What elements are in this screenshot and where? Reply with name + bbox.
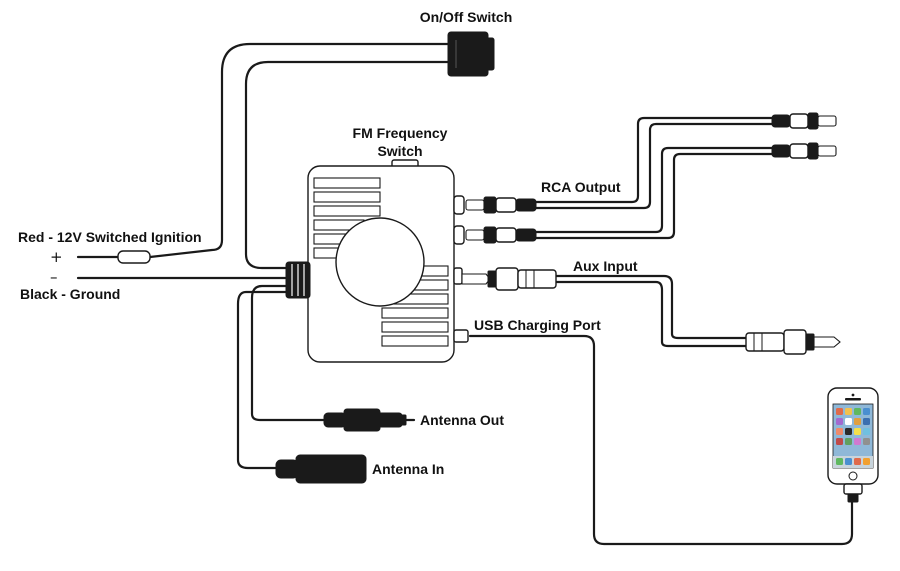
- antenna-in-plug: [275, 454, 367, 484]
- label-usb-charging-port: USB Charging Port: [474, 317, 601, 333]
- label-antenna-out: Antenna Out: [420, 412, 504, 428]
- aux-cable-a: [554, 274, 748, 340]
- home-button: [848, 471, 858, 481]
- label-fm-frequency-switch-line2: Switch: [377, 143, 422, 159]
- aux-plug-far: [745, 329, 841, 355]
- rca-cable-1a: [534, 116, 774, 204]
- label-aux-input: Aux Input: [573, 258, 638, 274]
- rca-plugs-near: [465, 196, 537, 244]
- label-rca-output: RCA Output: [541, 179, 621, 195]
- smartphone: [827, 387, 879, 503]
- label-black-ground: Black - Ground: [20, 286, 120, 302]
- rca-cable-1b: [534, 122, 774, 210]
- usb-port: [453, 329, 469, 343]
- rca-cable-2b: [534, 152, 774, 240]
- label-red-12v: Red - 12V Switched Ignition: [18, 229, 202, 245]
- label-minus: –: [50, 268, 58, 286]
- on-off-cable-inner: [244, 60, 454, 270]
- fuse-holder: [117, 250, 151, 264]
- label-on-off-switch: On/Off Switch: [420, 9, 513, 25]
- dock-connector: [843, 483, 863, 495]
- rca-plugs-far: [771, 112, 837, 160]
- antenna-out-plug: [323, 408, 407, 432]
- antenna-out-cable: [250, 284, 328, 422]
- label-antenna-in: Antenna In: [372, 461, 444, 477]
- label-plus: +: [50, 248, 63, 266]
- aux-cable-b: [554, 280, 748, 348]
- labels: On/Off Switch FM Frequency Switch RCA Ou…: [18, 9, 638, 477]
- fm-transmitter-unit: [285, 159, 469, 363]
- rca-cable-2a: [534, 146, 774, 234]
- on-off-cable-outer: [148, 42, 454, 259]
- label-fm-frequency-switch-line1: FM Frequency: [353, 125, 448, 141]
- on-off-switch: [447, 31, 495, 77]
- app-grid: [833, 408, 873, 468]
- aux-plug-near: [461, 267, 557, 291]
- cables: [76, 42, 854, 546]
- usb-charging-cable: [468, 334, 854, 546]
- antenna-in-cable: [236, 290, 292, 470]
